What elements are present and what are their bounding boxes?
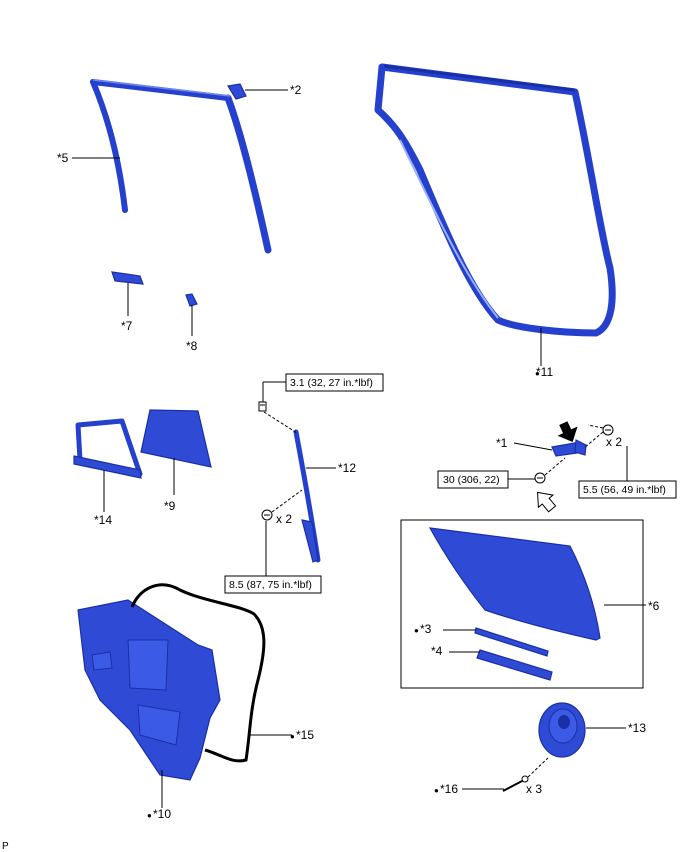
corner-code: P	[2, 841, 9, 852]
torque-box-1	[285, 373, 384, 392]
part-6-door-glass	[428, 527, 601, 641]
fastener-path	[527, 757, 549, 778]
label-5: *5	[57, 151, 69, 165]
bolt-icon	[261, 509, 273, 521]
fastener-path	[587, 424, 604, 429]
part-3-channel-strip	[474, 627, 549, 657]
label-1: *1	[496, 436, 508, 450]
torque-spec-2: 8.5 (87, 75 in.*lbf)	[229, 579, 312, 591]
bullet-15: ●	[290, 732, 295, 741]
label-11: *11	[536, 365, 553, 379]
label-9: *9	[164, 499, 176, 513]
part-15-seal-line	[130, 583, 266, 763]
torque-box-3	[437, 470, 509, 489]
rivet-icon	[502, 775, 529, 792]
label-10: *10	[153, 807, 171, 821]
fastener-path	[583, 431, 604, 449]
fastener-path	[263, 411, 298, 434]
torque-spec-3: 30 (306, 22)	[443, 474, 500, 486]
bullet-16: ●	[434, 786, 439, 795]
arrow-up-left-icon	[537, 491, 557, 513]
torque-spec-4: 5.5 (56, 49 in.*lbf)	[583, 484, 666, 496]
label-3: *3	[420, 622, 432, 636]
leader-1	[513, 442, 553, 451]
part-2-clip	[227, 83, 247, 100]
torque-spec-1: 3.1 (32, 27 in.*lbf)	[290, 377, 373, 389]
label-7: *7	[121, 319, 133, 333]
label-2: *2	[290, 83, 302, 97]
part-12-channel	[293, 429, 321, 563]
label-16: *16	[440, 782, 458, 796]
part-9-quarter-glass	[140, 409, 212, 468]
fastener-path	[544, 457, 566, 476]
label-14: *14	[94, 513, 112, 527]
arrow-down-right-icon	[557, 421, 578, 442]
part-13-speaker	[538, 702, 586, 758]
part-11-weatherstrip	[374, 63, 616, 337]
label-6: *6	[648, 599, 660, 613]
part-4-channel-strip	[476, 649, 553, 681]
glass-assembly-box	[400, 519, 644, 689]
label-4: *4	[431, 644, 443, 658]
part-8-clip	[185, 293, 198, 307]
bullet-10: ●	[147, 811, 152, 820]
quantity-12: x 2	[276, 512, 292, 526]
part-14-quarter-frame	[73, 418, 143, 479]
quantity-16: x 3	[526, 782, 542, 796]
bullet-3: ●	[414, 626, 419, 635]
label-15: *15	[296, 728, 314, 742]
label-12: *12	[338, 461, 356, 475]
fastener-path	[271, 489, 303, 513]
torque-box-4	[578, 480, 677, 499]
quantity-1: x 2	[606, 435, 622, 449]
part-1-bracket	[551, 439, 587, 457]
bolt-icon	[602, 424, 614, 436]
torque-box-2	[224, 575, 322, 594]
part-5-frame-moulding	[90, 79, 272, 254]
part-10-service-cover	[77, 599, 221, 781]
label-8: *8	[186, 339, 198, 353]
bolt-icon	[258, 401, 267, 412]
part-7-bracket	[111, 271, 144, 285]
bullet-11: ●	[535, 369, 540, 378]
label-13: *13	[628, 721, 646, 735]
bolt-icon	[534, 472, 546, 484]
